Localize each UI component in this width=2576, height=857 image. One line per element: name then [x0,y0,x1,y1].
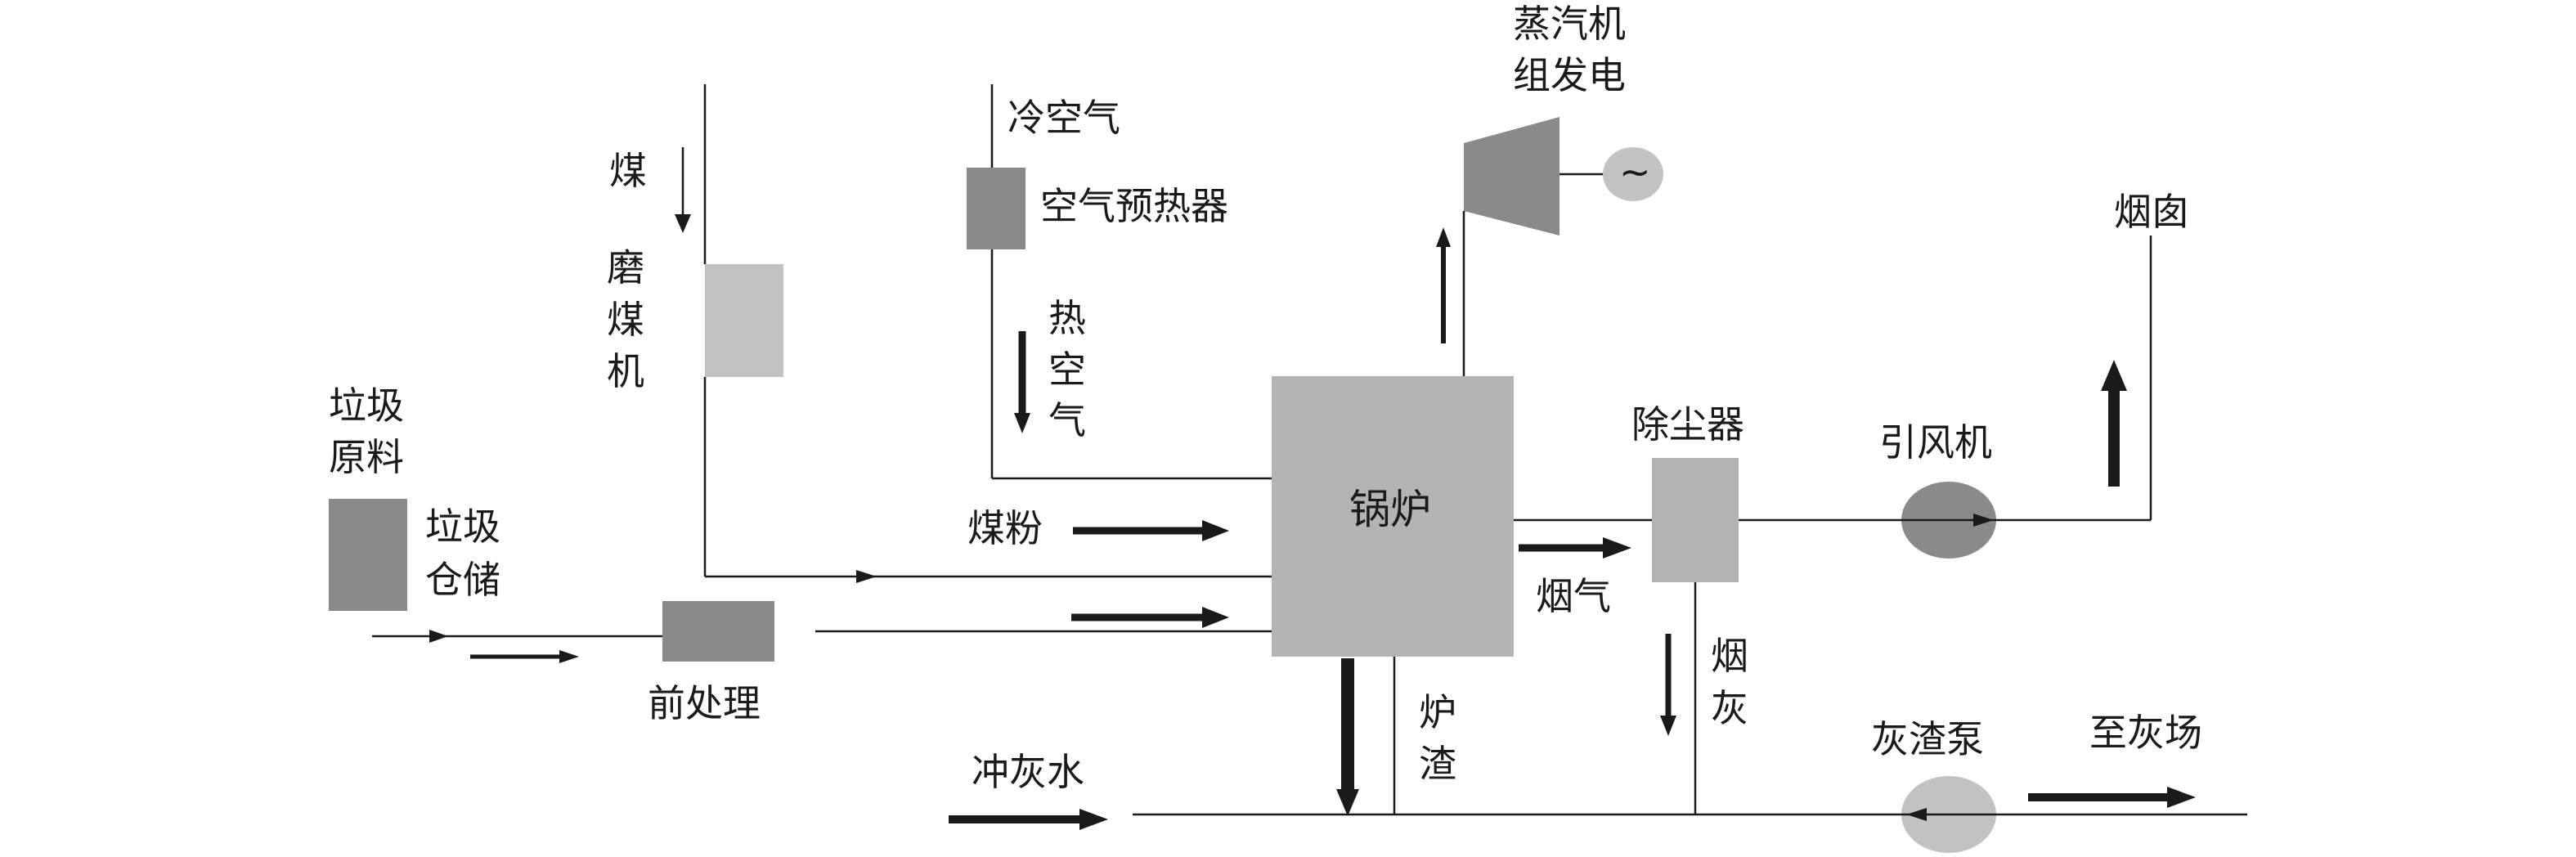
air-preheater-label: 空气预热器 [1040,184,1228,228]
garbage-storage-box [329,499,407,611]
pump-arrowhead [1906,808,1927,821]
fly-ash-label-2: 灰 [1711,686,1748,730]
pulverized-coal-arrow [1073,520,1229,541]
fly-ash-down-arrow [1660,634,1676,736]
flue-gas-arrow [1519,537,1631,559]
hot-air-label-3: 气 [1048,398,1086,442]
slag-label-1: 炉 [1419,690,1456,734]
generator-icon [1603,147,1663,201]
to-ash-yard-label: 至灰场 [2089,711,2202,755]
hot-air-label-2: 空 [1048,348,1086,392]
flush-water-arrow [949,809,1108,830]
ash-pump-label: 灰渣泵 [1871,717,1984,761]
flue-gas-label: 烟气 [1536,574,1611,618]
chimney-up-arrow [2101,360,2127,487]
garbage-feed-arrowhead [429,630,448,643]
pulverized-coal-label: 煤粉 [967,506,1043,550]
hot-air-label-1: 热 [1048,296,1086,340]
garbage-storage-label-1: 垃圾 [425,505,500,549]
pretreatment-box [662,601,774,662]
garbage-raw-label-2: 原料 [329,435,404,479]
coal-mill-label-3: 机 [607,349,644,393]
coal-label: 煤 [609,149,647,193]
garbage-storage-label-2: 仓储 [425,558,500,602]
garbage-small-arrow [470,650,579,663]
hot-air-down-arrow [1014,331,1030,433]
boiler-box [1272,376,1514,657]
slag-down-arrow [1336,658,1359,816]
coal-down-arrow [675,147,691,233]
dust-collector-box [1652,458,1739,582]
to-ash-yard-arrow [2028,787,2196,808]
mill-line-arrowhead [856,570,877,583]
steam-up-arrow [1436,227,1451,343]
air-preheater-box [967,168,1025,249]
coal-mill-box [705,264,783,377]
pretreatment-label: 前处理 [648,681,761,725]
cold-air-label: 冷空气 [1008,96,1120,140]
steam-turbine-label-1: 蒸汽机 [1513,2,1626,46]
boiler-label: 锅炉 [1349,486,1431,533]
coal-mill-label-1: 磨 [607,245,644,289]
chimney-label: 烟囱 [2114,190,2189,234]
fan-arrowhead [1973,514,1994,527]
coal-mill-label-2: 煤 [607,298,644,342]
fly-ash-label-1: 烟 [1711,634,1748,678]
garbage-raw-label-1: 垃圾 [329,384,404,428]
steam-turbine-label-2: 组发电 [1513,53,1626,97]
generator-symbol: ~ [1619,150,1651,194]
induced-fan-label: 引风机 [1879,420,1992,464]
slag-label-2: 渣 [1419,742,1456,786]
steam-turbine-shape [1464,117,1560,236]
dust-collector-label: 除尘器 [1631,402,1744,446]
pretreatment-feed-arrow [1071,607,1229,628]
flush-water-label: 冲灰水 [972,750,1084,794]
